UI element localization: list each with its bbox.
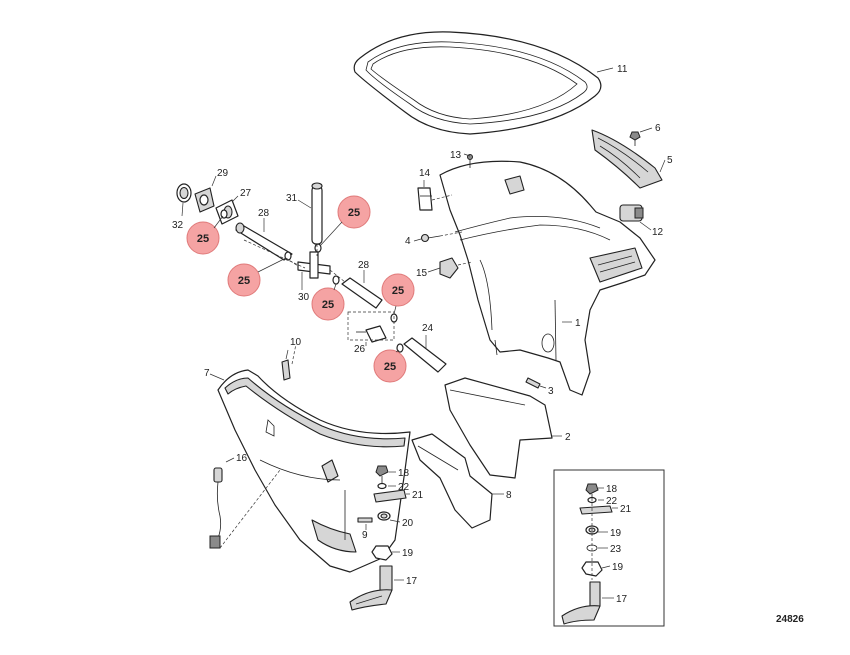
- callout-label: 29: [217, 168, 229, 179]
- acoustic-panel: [411, 433, 493, 529]
- latch-handle: [349, 565, 393, 611]
- svg-text:25: 25: [392, 285, 404, 297]
- callout-label: 5: [667, 155, 673, 166]
- callout-label: 22: [606, 496, 618, 507]
- hose: [403, 337, 447, 373]
- callout-label: 27: [240, 188, 252, 199]
- callout-label: 24: [422, 323, 434, 334]
- callout-label: 10: [290, 337, 302, 348]
- callout-label: 17: [616, 594, 628, 605]
- sensor-cable: [209, 467, 223, 549]
- detail-inset: 18 22 21 19 23 19 17: [553, 469, 665, 627]
- svg-text:25: 25: [322, 299, 334, 311]
- pin: [357, 517, 373, 523]
- pin: [525, 377, 541, 389]
- latch: [619, 204, 644, 222]
- seal-ring: [176, 183, 192, 203]
- svg-text:25: 25: [238, 275, 250, 287]
- highlighted-callout[interactable]: 25: [337, 195, 371, 229]
- hose: [311, 182, 323, 245]
- callout-label: 23: [610, 544, 622, 555]
- bracket: [373, 489, 407, 503]
- callout-label: 8: [506, 490, 512, 501]
- callout-label: 19: [612, 562, 624, 573]
- callout-label: 26: [354, 344, 366, 355]
- callout-label: 7: [204, 368, 210, 379]
- callout-label: 1: [575, 318, 581, 329]
- callout-label: 6: [655, 123, 661, 134]
- callout-25-group: 25 25 25 25 25 25: [186, 195, 415, 383]
- callout-label: 2: [565, 432, 571, 443]
- callout-label: 31: [286, 193, 298, 204]
- callout-label: 19: [610, 528, 622, 539]
- screw: [375, 465, 389, 484]
- nut: [371, 545, 393, 561]
- upper-cowl: [439, 160, 656, 396]
- callout-label: 32: [172, 220, 184, 231]
- callout-label: 21: [412, 490, 424, 501]
- highlighted-callout[interactable]: 25: [311, 287, 345, 321]
- screw: [629, 131, 641, 146]
- callout-label: 17: [406, 576, 418, 587]
- callout-label: 3: [548, 386, 554, 397]
- callout-label: 9: [362, 530, 368, 541]
- callout-label: 15: [416, 268, 428, 279]
- callout-label: 22: [398, 482, 410, 493]
- pin: [281, 359, 291, 381]
- latch-bracket: [591, 129, 663, 189]
- hose: [341, 277, 383, 309]
- diagram-number: 24826: [776, 614, 804, 625]
- clip: [417, 187, 433, 211]
- callout-label: 18: [606, 484, 618, 495]
- highlighted-callout[interactable]: 25: [381, 273, 415, 307]
- svg-text:25: 25: [348, 207, 360, 219]
- callout-label: 13: [450, 150, 462, 161]
- acoustic-panel: [444, 377, 553, 479]
- highlighted-callout[interactable]: 25: [227, 263, 261, 297]
- highlighted-callout[interactable]: 25: [373, 349, 407, 383]
- callout-label: 21: [620, 504, 632, 515]
- pin: [420, 233, 441, 243]
- grommet: [439, 257, 459, 279]
- highlighted-callout[interactable]: 25: [186, 221, 220, 255]
- callout-label: 20: [402, 518, 414, 529]
- fitting: [194, 187, 215, 213]
- hose: [235, 222, 293, 261]
- bushing: [377, 511, 391, 521]
- callout-label: 18: [398, 468, 410, 479]
- callout-label: 16: [236, 453, 248, 464]
- callout-label: 12: [652, 227, 664, 238]
- top-cowl-seal: [353, 31, 602, 135]
- washer: [377, 482, 387, 490]
- callout-label: 28: [258, 208, 270, 219]
- valve: [356, 325, 387, 343]
- callout-label: 19: [402, 548, 414, 559]
- callout-label: 14: [419, 168, 431, 179]
- callout-label: 28: [358, 260, 370, 271]
- callout-label: 4: [405, 236, 411, 247]
- svg-text:25: 25: [384, 361, 396, 373]
- callout-label: 11: [617, 64, 628, 75]
- callout-label: 30: [298, 292, 310, 303]
- tee-fitting: [297, 251, 331, 279]
- svg-text:25: 25: [197, 233, 209, 245]
